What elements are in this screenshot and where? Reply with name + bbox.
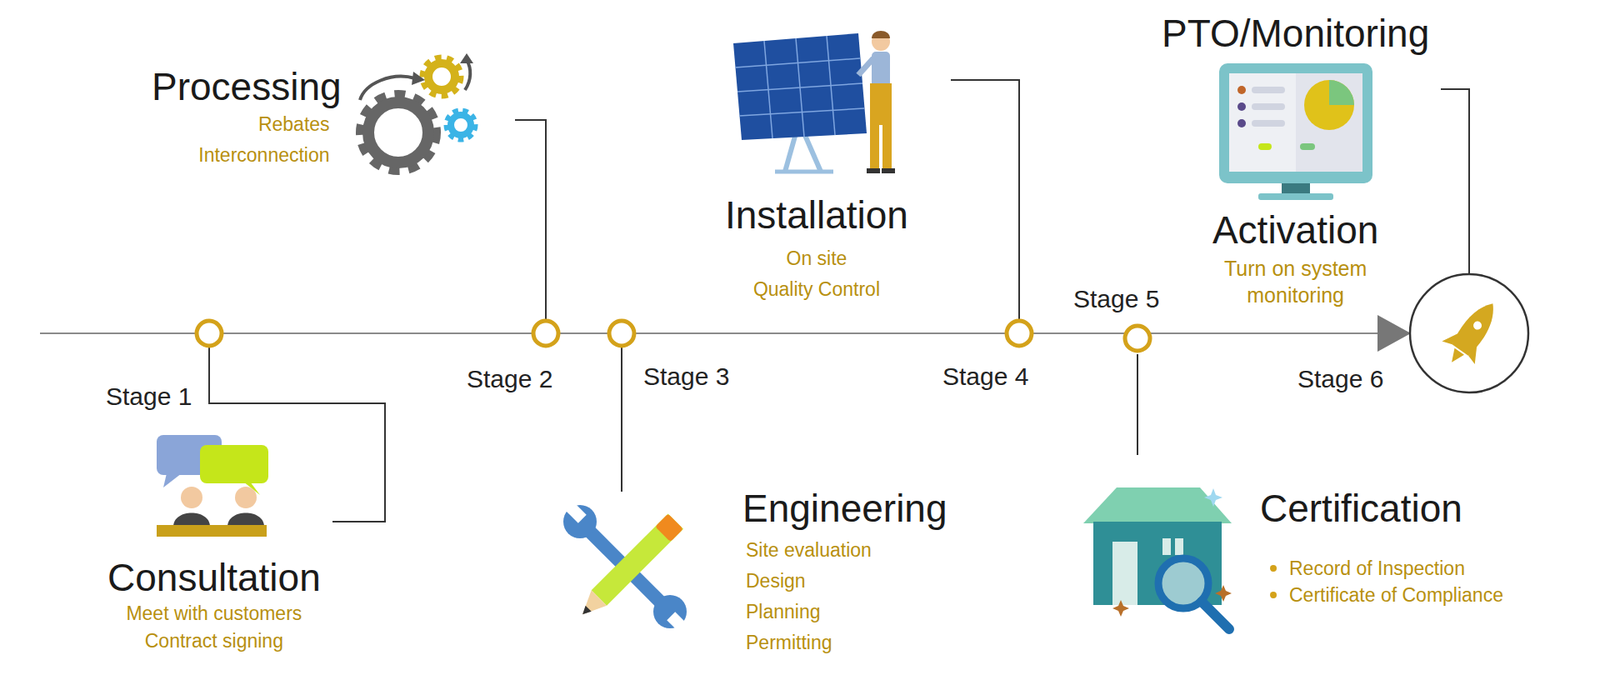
step-detail: On site (725, 243, 909, 275)
step-heading: Processing (151, 65, 342, 110)
step-heading: Certification (1260, 486, 1504, 531)
timeline-line (40, 332, 1384, 335)
step-detail: Meet with customers (107, 600, 321, 628)
step-detail: Record of Inspection (1260, 555, 1504, 582)
step-heading: Engineering (742, 486, 948, 531)
step-heading: PTO/Monitoring (1161, 11, 1430, 56)
bullet-dot (1270, 591, 1277, 599)
timeline-arrowhead (1377, 315, 1411, 352)
stage-label: Stage 1 (105, 382, 192, 411)
stage-label: Stage 5 (1073, 285, 1160, 314)
tools-icon (563, 501, 689, 633)
monitor-icon (1219, 63, 1373, 200)
step-detail: Rebates (151, 109, 342, 140)
stage-label: Stage 4 (942, 362, 1029, 391)
stage-dots (196, 320, 1150, 351)
stage-label: Stage 6 (1297, 365, 1384, 394)
certification-step: CertificationRecord of InspectionCertifi… (1260, 486, 1504, 609)
processing-step: ProcessingRebatesInterconnection (151, 65, 342, 171)
consultation-icon (156, 435, 269, 537)
step-detail: Quality Control (725, 274, 909, 305)
step-detail: Interconnection (151, 140, 342, 171)
rocket-icon (1410, 274, 1529, 393)
step-detail: Certificate of Compliance (1260, 581, 1504, 609)
consultation-step: ConsultationMeet with customersContract … (107, 555, 321, 655)
house-inspection-icon (1083, 487, 1232, 630)
gears-icon (360, 53, 475, 169)
step-detail: Design (742, 565, 948, 597)
stage-label: Stage 3 (643, 362, 730, 391)
engineering-step: EngineeringSite evaluationDesignPlanning… (742, 486, 948, 659)
step-detail: Planning (742, 596, 948, 628)
bullet-dot (1270, 565, 1277, 572)
installation-step: Installation On siteQuality Control (725, 193, 909, 305)
step-heading: Consultation (107, 555, 321, 600)
step-detail: Site evaluation (742, 535, 948, 566)
solar-panel-illustration (733, 30, 895, 174)
step-detail: Permitting (742, 627, 948, 659)
step-heading: Activation (1161, 208, 1430, 253)
activation-step: PTO/MonitoringActivationTurn on system m… (1161, 11, 1430, 309)
step-detail: Turn on system monitoring (1195, 255, 1396, 309)
step-heading: Installation (725, 193, 909, 238)
stage-label: Stage 2 (466, 365, 553, 394)
step-detail: Contract signing (107, 627, 321, 655)
